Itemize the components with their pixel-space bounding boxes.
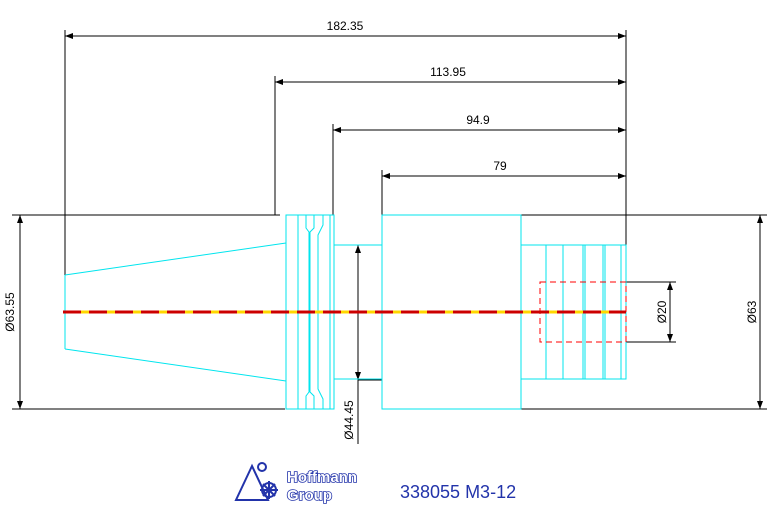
dim-length-flange: 113.95 (430, 65, 466, 79)
dim-length-groove: 94.9 (466, 113, 490, 127)
dimension-arrows (17, 33, 763, 409)
logo-emblem-icon (234, 462, 278, 501)
hoffmann-group-logo: Hoffmann Group (234, 462, 358, 505)
dim-length-body: 79 (493, 159, 507, 173)
dim-diameter-left: Ø63.55 (3, 292, 17, 332)
taper-top-edge (64, 242, 287, 276)
part-number: 338055 M3-12 (400, 482, 517, 502)
dim-overall-length: 182.35 (327, 19, 364, 33)
dim-diameter-bore: Ø20 (655, 300, 669, 323)
taper-bottom-edge (64, 348, 287, 382)
dimension-lines (12, 30, 767, 444)
logo-line-1: Hoffmann (287, 469, 357, 486)
dim-diameter-neck: Ø44.45 (342, 400, 356, 440)
logo-line-2: Group (287, 487, 332, 504)
dim-diameter-right: Ø63 (745, 300, 759, 323)
dimension-labels: 182.35 113.95 94.9 79 Ø63.55 Ø63 Ø44.45 … (3, 19, 759, 440)
